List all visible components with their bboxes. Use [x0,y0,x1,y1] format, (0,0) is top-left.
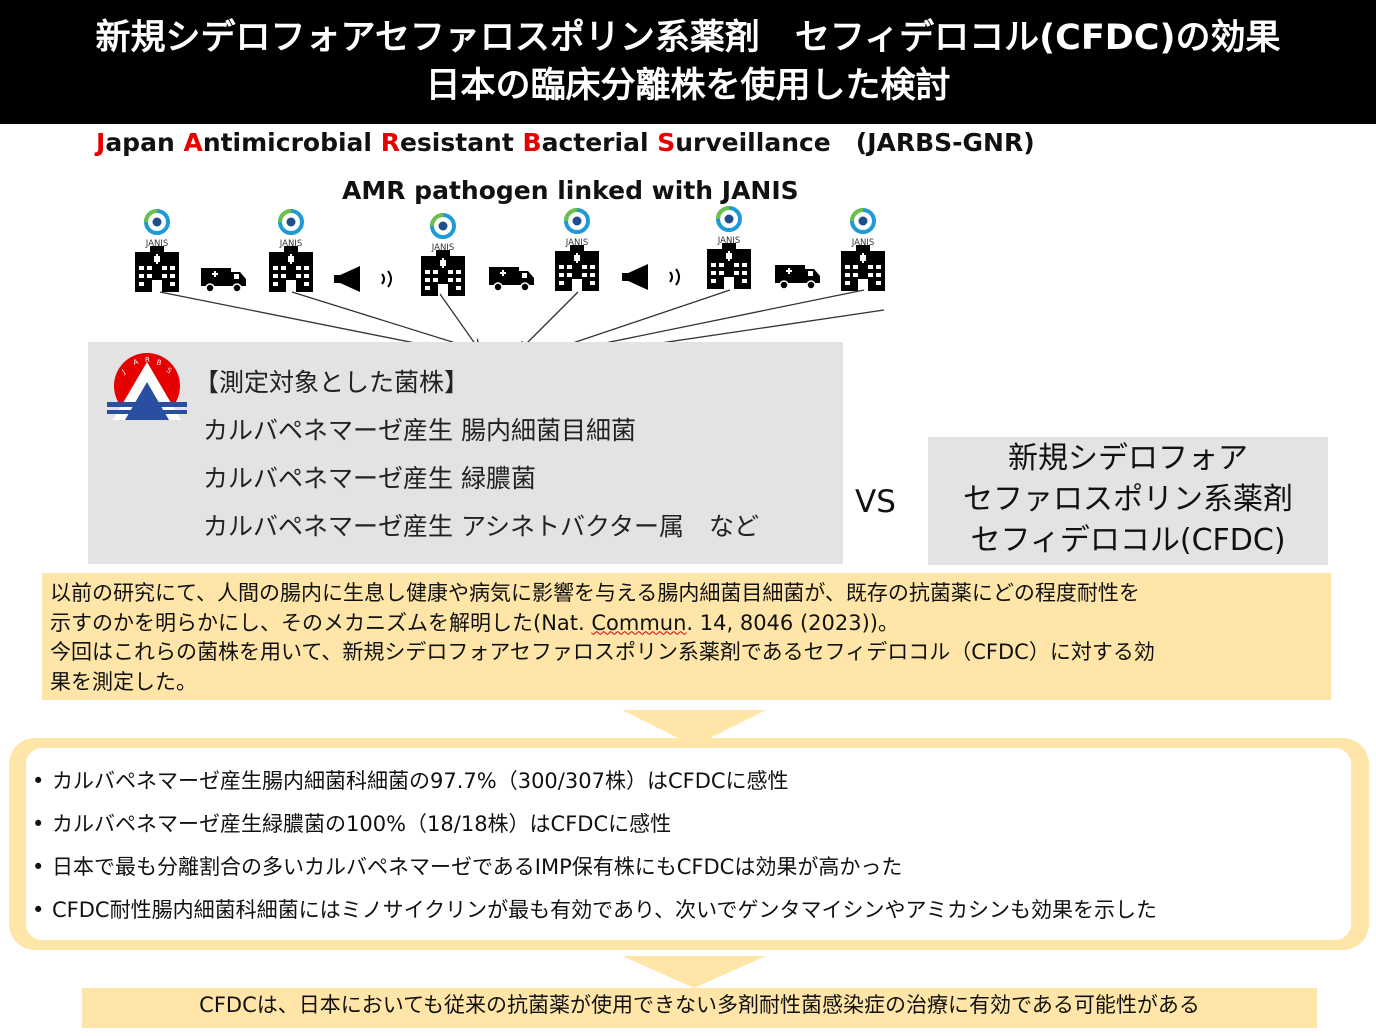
result-item: • 日本で最も分離割合の多いカルバペネマーゼであるIMP保有株にもCFDCは効果が… [32,852,902,882]
janis-label: JANIS [431,243,454,253]
ambulance-icon [488,262,536,292]
result-text: 日本で最も分離割合の多いカルバペネマーゼであるIMP保有株にもCFDCは効果が高… [52,855,903,879]
hospital-3: JANIS [418,212,468,298]
intro-line: 果を測定した。 [50,669,197,694]
result-text: CFDC耐性腸内細菌科細菌にはミノサイクリンが最も有効であり、次いでゲンタマイシ… [52,898,1158,922]
strain-item: カルバペネマーゼ産生 腸内細菌目細菌 [203,416,636,445]
hospital-building-icon [135,246,179,292]
intro-line: 今回はこれらの菌株を用いて、新規シデロフォアセファロスポリン系薬剤であるセフィデ… [50,640,1155,664]
cfdc-box: 新規シデロフォア セファロスポリン系薬剤 セフィデロコル(CFDC) [928,437,1328,565]
bullet-icon: • [32,898,45,922]
strain-item: カルバペネマーゼ産生 緑膿菌 [203,464,536,493]
hospital-2: JANIS [266,208,316,294]
jarbs-logo-icon: J A R B S [93,350,189,430]
strain-heading: 【測定対象とした菌株】 [194,368,470,397]
intro-text: . 14, 8046 (2023))。 [686,610,899,635]
result-text: カルバペネマーゼ産生緑膿菌の100%（18/18株）はCFDCに感性 [52,812,672,836]
janis-label: JANIS [279,239,302,249]
bullet-icon: • [32,855,45,879]
bullet-icon: • [32,812,45,836]
ambulance-icon [200,263,248,293]
janis-label: JANIS [717,236,740,246]
ambulance-icon [774,260,822,290]
surveillance-part: J [96,128,106,157]
janis-label: JANIS [145,239,168,249]
amr-subtitle: AMR pathogen linked with JANIS [342,176,799,205]
connector-arrow [520,291,579,350]
cfdc-line: 新規シデロフォア [1008,441,1248,476]
down-arrow-icon [622,710,766,750]
janis-label: JANIS [851,238,874,248]
surveillance-part: esistant [399,128,523,157]
connector-arrow [552,289,731,350]
result-text: カルバペネマーゼ産生腸内細菌科細菌の97.7%（300/307株）はCFDCに感… [52,769,789,793]
surveillance-part: B [522,128,542,157]
megaphone-icon [334,264,400,294]
hospital-6: JANIS [838,207,888,293]
connector-arrow [566,289,865,351]
jarbs-letter: S [165,366,174,375]
down-arrow-icon [622,956,766,992]
intro-text-flagged: Commun [591,610,687,635]
janis-logo-icon: JANIS [144,209,170,249]
jarbs-letter: B [155,358,162,367]
result-item: • カルバペネマーゼ産生緑膿菌の100%（18/18株）はCFDCに感性 [32,809,671,839]
connector-arrow [291,291,478,350]
janis-label: JANIS [565,238,588,248]
surveillance-part: apan [105,128,184,157]
hospital-5: JANIS [704,205,754,291]
title-bar: 新規シデロフォアセファロスポリン系薬剤 セフィデロコル(CFDC)の効果 日本の… [0,0,1376,124]
surveillance-part: acterial [541,128,658,157]
intro-line: 示すのかを明らかにし、そのメカニズムを解明した(Nat. Commun. 14,… [50,609,1323,639]
strain-item: カルバペネマーゼ産生 アシネトバクター属 など [203,512,759,541]
result-item: • CFDC耐性腸内細菌科細菌にはミノサイクリンが最も有効であり、次いでゲンタマイ… [32,895,1157,925]
connector-arrow [439,293,478,348]
results-list: • カルバペネマーゼ産生腸内細菌科細菌の97.7%（300/307株）はCFDCに… [26,748,1351,940]
intro-box: 以前の研究にて、人間の腸内に生息し健康や病気に影響を与える腸内細菌目細菌が、既存… [42,573,1331,700]
surveillance-part: urveillance (JARBS-GNR) [675,128,1035,157]
surveillance-part: S [657,128,676,157]
cfdc-line: セフィデロコル(CFDC) [970,523,1286,558]
jarbs-letter: R [145,356,150,364]
jarbs-letter: J [120,368,127,376]
surveillance-part: R [380,128,400,157]
cfdc-line: セファロスポリン系薬剤 [963,482,1293,517]
surveillance-part: ntimicrobial [202,128,381,157]
connector-arrows [159,289,885,400]
hospital-1: JANIS [132,208,182,294]
surveillance-part: A [183,128,203,157]
surveillance-title: Japan Antimicrobial Resistant Bacterial … [96,124,1035,162]
title-line-1: 新規シデロフォアセファロスポリン系薬剤 セフィデロコル(CFDC)の効果 [95,18,1281,58]
megaphone-icon [622,262,688,292]
intro-line: 以前の研究にて、人間の腸内に生息し健康や病気に影響を与える腸内細菌目細菌が、既存… [50,581,1140,605]
conclusion-box: CFDCは、日本においても従来の抗菌薬が使用できない多剤耐性菌感染症の治療に有効… [82,988,1317,1028]
hospital-4: JANIS [552,207,602,293]
result-item: • カルバペネマーゼ産生腸内細菌科細菌の97.7%（300/307株）はCFDCに… [32,766,789,796]
jarbs-letter: A [132,358,139,367]
intro-text: 示すのかを明らかにし、そのメカニズムを解明した(Nat. [50,610,592,635]
vs-label: VS [855,484,896,520]
strain-box: J A R B S 【測定対象とした菌株】 カルバペネマーゼ産生 腸内細菌目細菌… [88,342,843,564]
bullet-icon: • [32,769,45,793]
title-line-2: 日本の臨床分離株を使用した検討 [425,66,951,106]
